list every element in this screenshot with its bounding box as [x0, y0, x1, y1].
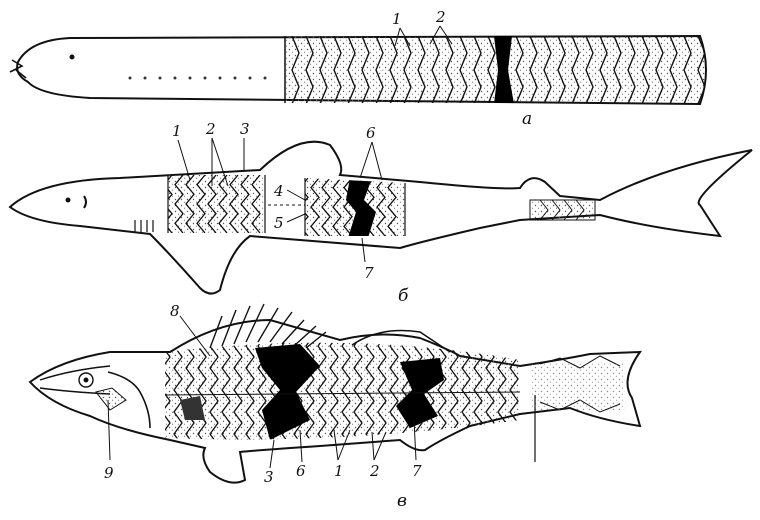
callout-v-8: 8: [170, 302, 180, 320]
callout-v-7: 7: [412, 462, 422, 480]
panel-b-myomeres-front: [164, 175, 265, 233]
callout-v-6: 6: [296, 462, 306, 480]
panel-a-myomeres: [285, 36, 705, 104]
callout-b-1: 1: [172, 122, 182, 140]
callout-v-2: 2: [369, 462, 380, 480]
callout-a-1: 1: [392, 10, 402, 28]
panel-label-v: в: [397, 491, 407, 511]
panel-label-b: б: [398, 286, 409, 306]
callout-b-4: 4: [273, 182, 284, 200]
callout-a-2: 2: [435, 8, 446, 26]
callout-b-5: 5: [274, 214, 284, 232]
callout-b-7: 7: [364, 264, 374, 282]
callout-v-1: 1: [334, 462, 344, 480]
panel-b-myomeres-middle: [300, 178, 405, 238]
panel-b-illustration: [10, 142, 752, 294]
panel-v-myomeres: [162, 330, 520, 450]
panel-b-myomeres-tail: [530, 200, 595, 220]
callout-b-6: 6: [366, 124, 376, 142]
callout-b-2: 2: [205, 120, 216, 138]
callout-v-9: 9: [104, 464, 114, 482]
panel-v-illustration: [30, 304, 640, 483]
callout-b-3: 3: [240, 120, 250, 138]
callout-v-3: 3: [264, 468, 274, 486]
panel-a-illustration: [10, 36, 706, 104]
panel-label-a: a: [522, 109, 532, 129]
